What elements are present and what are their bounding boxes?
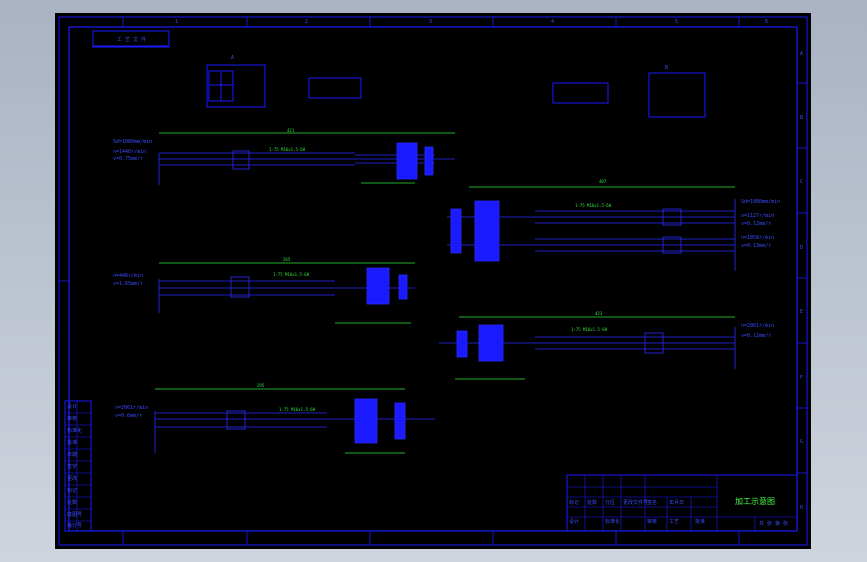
left-table-cell: 处数 bbox=[67, 500, 78, 506]
title-block-cell: 签名 bbox=[647, 500, 658, 506]
drawing-sheet: 工 艺 文 件 A B Sd=1080mm/min n=1440r/min v=… bbox=[55, 13, 811, 549]
detail-a-box bbox=[206, 64, 266, 108]
left-table-cell: 审核 bbox=[67, 416, 78, 422]
border-ticks bbox=[59, 17, 807, 545]
spindle-1 bbox=[158, 132, 455, 185]
border-letter: A bbox=[800, 51, 804, 57]
spindle-3-param-2: v=0.6mm/r bbox=[115, 413, 143, 419]
detail-b-box bbox=[648, 72, 706, 118]
border-number: 4 bbox=[551, 19, 555, 25]
spindle-3-thread: 1-75 M16x1.5-6H bbox=[279, 407, 316, 412]
detail-a-label: A bbox=[231, 55, 235, 61]
spindle-4-param-5: v=0.13mm/r bbox=[741, 243, 772, 249]
left-table-cell: 设计 bbox=[67, 404, 78, 410]
border-letter: F bbox=[800, 375, 804, 381]
spindle-1-param-3: v=0.75mm/r bbox=[113, 156, 144, 162]
left-table-cell: 更改 bbox=[67, 476, 78, 482]
drawing-title: 加工示意图 bbox=[735, 497, 775, 506]
border-number: 5 bbox=[675, 19, 679, 25]
title-block-cell: 年月日 bbox=[669, 500, 685, 506]
left-table-cell: 标准化 bbox=[67, 428, 83, 434]
spindle-5-param-1: n=2061r/min bbox=[741, 323, 775, 329]
spindle-2-thread: 1-75 M16x1.5-6H bbox=[273, 272, 310, 277]
left-table-cell: 标记 bbox=[67, 488, 78, 494]
border-number: 6 bbox=[765, 19, 769, 25]
border-letter: D bbox=[800, 245, 804, 251]
title-block-cell: 设计 bbox=[569, 519, 580, 525]
left-table-cell: 签字 bbox=[67, 464, 78, 470]
spindle-2 bbox=[158, 262, 415, 324]
spindle-4-overall: 407 bbox=[599, 179, 607, 184]
left-table-cell: 批准 bbox=[67, 440, 78, 446]
border-letter: H bbox=[800, 505, 804, 511]
inner-frame bbox=[68, 26, 798, 532]
spindle-2-overall: 265 bbox=[283, 257, 291, 262]
spindle-5 bbox=[439, 316, 736, 380]
title-block-cell: 共 张 第 张 bbox=[759, 521, 789, 527]
border-number: 2 bbox=[305, 19, 309, 25]
stamp-box bbox=[92, 30, 170, 48]
spindle-5-thread: 1-75 M16x1.5-6H bbox=[571, 327, 608, 332]
spindle-3-param-1: n=2061r/min bbox=[115, 405, 149, 411]
cad-drawing bbox=[58, 16, 808, 546]
title-block-cell: 标记 bbox=[569, 500, 580, 506]
border-letter: G bbox=[800, 439, 804, 445]
spindle-5-param-2: v=0.12mm/r bbox=[741, 333, 772, 339]
title-block-cell: 工艺 bbox=[669, 519, 680, 525]
stamp-text: 工 艺 文 件 bbox=[117, 37, 147, 43]
spindle-2-param-2: v=1.65mm/r bbox=[113, 281, 144, 287]
spindle-1-param-1: Sd=1080mm/min bbox=[113, 139, 153, 145]
border-letter: C bbox=[800, 179, 804, 185]
detail-block-1 bbox=[308, 77, 362, 99]
spindle-3 bbox=[154, 388, 435, 454]
title-block-cell: 审核 bbox=[647, 519, 658, 525]
detail-block-2 bbox=[552, 82, 609, 104]
spindle-2-param-1: n=446r/min bbox=[113, 273, 144, 279]
spindle-4-param-4: n=1058r/min bbox=[741, 235, 775, 241]
spindle-3-overall: 295 bbox=[257, 383, 265, 388]
title-block-cell: 分区 bbox=[605, 500, 616, 506]
title-block-cell: 批准 bbox=[695, 519, 706, 525]
spindle-4-thread: 1-75 M16x1.5-6H bbox=[575, 203, 612, 208]
spindle-4 bbox=[447, 186, 736, 271]
spindle-1-overall: 421 bbox=[287, 128, 295, 133]
detail-b-label: B bbox=[665, 65, 669, 71]
spindle-4-param-3: v=0.12mm/r bbox=[741, 221, 772, 227]
title-block-cell: 更改文件号 bbox=[623, 500, 649, 506]
spindle-1-param-2: n=1440r/min bbox=[113, 149, 147, 155]
border-letter: B bbox=[800, 115, 804, 121]
left-table-cell: 底图号 bbox=[67, 512, 83, 518]
spindle-1-thread: 1-75 M16x1.5-6H bbox=[269, 147, 306, 152]
border-number: 1 bbox=[175, 19, 179, 25]
spindle-5-overall: 423 bbox=[595, 311, 603, 316]
left-table-cell: 日期 bbox=[67, 452, 78, 458]
title-block-cell: 处数 bbox=[587, 500, 598, 506]
spindle-4-param-1: Sd=1080mm/min bbox=[741, 199, 781, 205]
border-number: 3 bbox=[429, 19, 433, 25]
title-block-cell: 标准化 bbox=[605, 519, 621, 525]
border-letter: E bbox=[800, 309, 804, 315]
title-block bbox=[566, 474, 798, 532]
left-table-cell: 装订号 bbox=[67, 523, 83, 529]
spindle-4-param-2: n=1127r/min bbox=[741, 213, 775, 219]
left-table bbox=[64, 400, 92, 532]
